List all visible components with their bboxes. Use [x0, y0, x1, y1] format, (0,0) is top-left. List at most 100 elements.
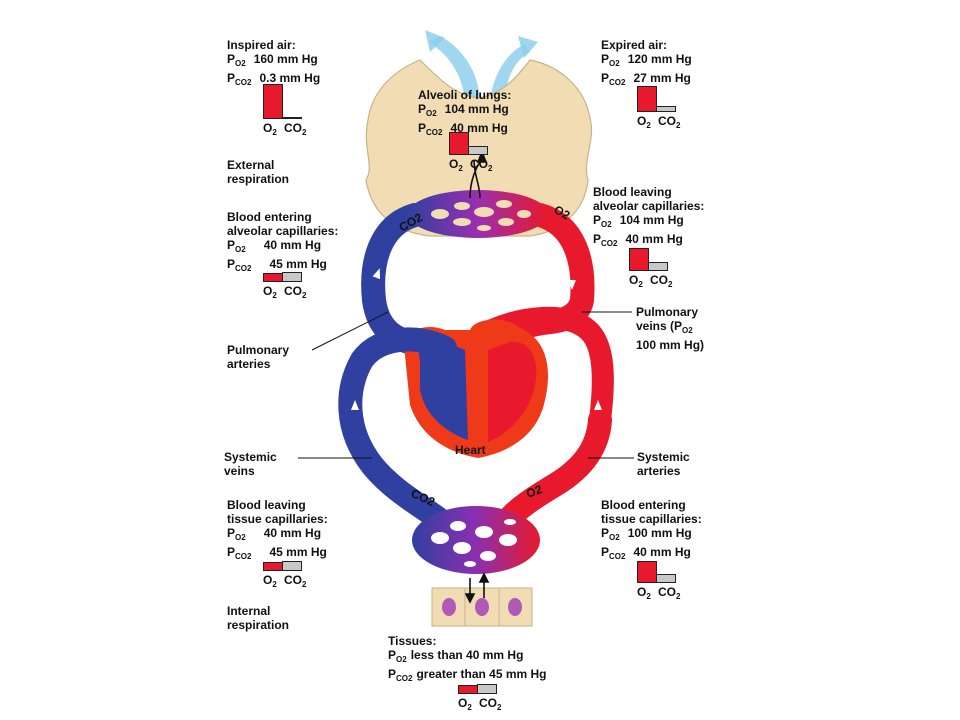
- bar-baseline: [637, 581, 676, 583]
- systemic-veins-line1: Systemic: [224, 450, 277, 464]
- blood-leaving-tissue-pco2: 45 mm Hg: [269, 545, 327, 559]
- p-symbol: P: [593, 232, 602, 246]
- o2-subscript: O2: [601, 220, 612, 229]
- p-symbol: P: [227, 52, 236, 66]
- co2-bar-label: CO2: [479, 695, 502, 712]
- blood-leaving-alveolar-pco2: 40 mm Hg: [625, 232, 683, 246]
- systemic-arteries-line2: arteries: [637, 464, 681, 478]
- o2-bar-label: O2: [637, 114, 651, 131]
- p-symbol: P: [227, 545, 236, 559]
- o2-bar: [629, 248, 649, 271]
- pulmonary-arteries-label: Pulmonary arteries: [227, 343, 289, 371]
- blood-entering-alveolar-po2: 40 mm Hg: [263, 238, 322, 252]
- o2-subscript: O2: [235, 245, 246, 254]
- p-symbol: P: [418, 102, 427, 116]
- o2-bar: [637, 86, 657, 113]
- bar-baseline: [458, 692, 497, 694]
- co2-bar-label: CO2: [658, 114, 681, 131]
- pulmonary-veins-line1: Pulmonary: [636, 305, 699, 319]
- bar-frame: [263, 561, 307, 571]
- systemic-arteries-line1: Systemic: [637, 450, 690, 464]
- co2-bar-label: CO2: [284, 121, 307, 137]
- diffusion-arrows: [464, 149, 490, 604]
- internal-line2: respiration: [227, 618, 290, 632]
- o2-subscript: O2: [609, 533, 620, 542]
- blood-leaving-tissue-po2: 40 mm Hg: [263, 526, 322, 540]
- co2-bar-label: CO2: [658, 584, 681, 601]
- tissues-pco2: greater than 45 mm Hg: [416, 667, 547, 681]
- alveoli-po2: 104 mm Hg: [444, 102, 509, 116]
- o2-subscript: O2: [682, 326, 693, 335]
- pulmonary-arteries-line2: arteries: [227, 357, 271, 371]
- systemic-arteries-label: Systemic arteries: [637, 450, 690, 478]
- co2-subscript: CO2: [609, 552, 626, 561]
- co2-subscript: CO2: [235, 552, 252, 561]
- co2-subscript: CO2: [235, 264, 252, 273]
- co2-subscript: CO2: [235, 78, 252, 87]
- systemic-veins-label: Systemic veins: [224, 450, 277, 478]
- air-flow-arrows: [425, 30, 538, 100]
- tissues-po2: less than 40 mm Hg: [410, 648, 524, 662]
- pulmonary-arteries-line1: Pulmonary: [227, 343, 290, 357]
- alveoli-pco2: 40 mm Hg: [450, 121, 508, 135]
- o2-subscript: O2: [235, 59, 246, 68]
- o2-bar: [449, 132, 469, 155]
- p-symbol: P: [227, 238, 236, 252]
- p-symbol: P: [601, 526, 610, 540]
- o2-bar-label: O2: [263, 283, 277, 300]
- bar-baseline: [449, 153, 488, 155]
- p-symbol: P: [227, 71, 236, 85]
- bar-baseline: [637, 111, 676, 113]
- o2-bar: [263, 84, 283, 119]
- p-symbol: P: [601, 71, 610, 85]
- o2-subscript: O2: [235, 533, 246, 542]
- systemic-veins-line2: veins: [224, 464, 255, 478]
- expired-bars: O2 CO2: [637, 86, 697, 131]
- inspired-air-title: Inspired air:: [227, 38, 296, 52]
- external-line2: respiration: [227, 172, 290, 186]
- p-symbol: P: [227, 257, 236, 271]
- o2-bar-label: O2: [637, 584, 651, 601]
- blood-entering-alveolar-title2: alveolar capillaries:: [227, 224, 339, 238]
- tissue-capillaries: [412, 506, 540, 574]
- p-symbol: P: [593, 213, 602, 227]
- bar-frame: [449, 132, 493, 155]
- tissue-cells: [431, 587, 533, 627]
- inspired-pco2: 0.3 mm Hg: [259, 71, 321, 85]
- o2-subscript: O2: [426, 109, 437, 118]
- bar-baseline: [263, 280, 302, 282]
- bar-frame: [458, 684, 502, 694]
- o2-bar-label: O2: [263, 572, 277, 589]
- co2-subscript: CO2: [396, 674, 413, 683]
- o2-subscript: O2: [396, 655, 407, 664]
- internal-line1: Internal: [227, 604, 271, 618]
- bar-frame: [629, 248, 673, 271]
- pulmonary-veins-line3: 100 mm Hg): [636, 338, 705, 352]
- pulmonary-veins-line2: veins (P: [636, 319, 683, 333]
- expired-pco2: 27 mm Hg: [633, 71, 691, 85]
- o2-bar-label: O2: [449, 156, 463, 173]
- alveoli-title: Alveoli of lungs:: [418, 88, 512, 102]
- bar-baseline: [263, 569, 302, 571]
- co2-subscript: CO2: [609, 78, 626, 87]
- blood-entering-tissue-title1: Blood entering: [601, 498, 686, 512]
- alveolar-capillaries: [408, 190, 548, 238]
- p-symbol: P: [227, 526, 236, 540]
- o2-subscript: O2: [609, 59, 620, 68]
- bar-frame: [637, 86, 681, 113]
- vessel-o2-label-bottom: O2: [524, 482, 544, 501]
- pulmonary-veins-label: Pulmonary veins (PO2 100 mm Hg): [636, 305, 704, 352]
- systemic-circulation: [338, 327, 612, 532]
- blood-entering-alveolar-panel: Blood entering alveolar capillaries: PO2…: [227, 210, 338, 276]
- blood-entering-tissue-bars: O2 CO2: [637, 561, 697, 601]
